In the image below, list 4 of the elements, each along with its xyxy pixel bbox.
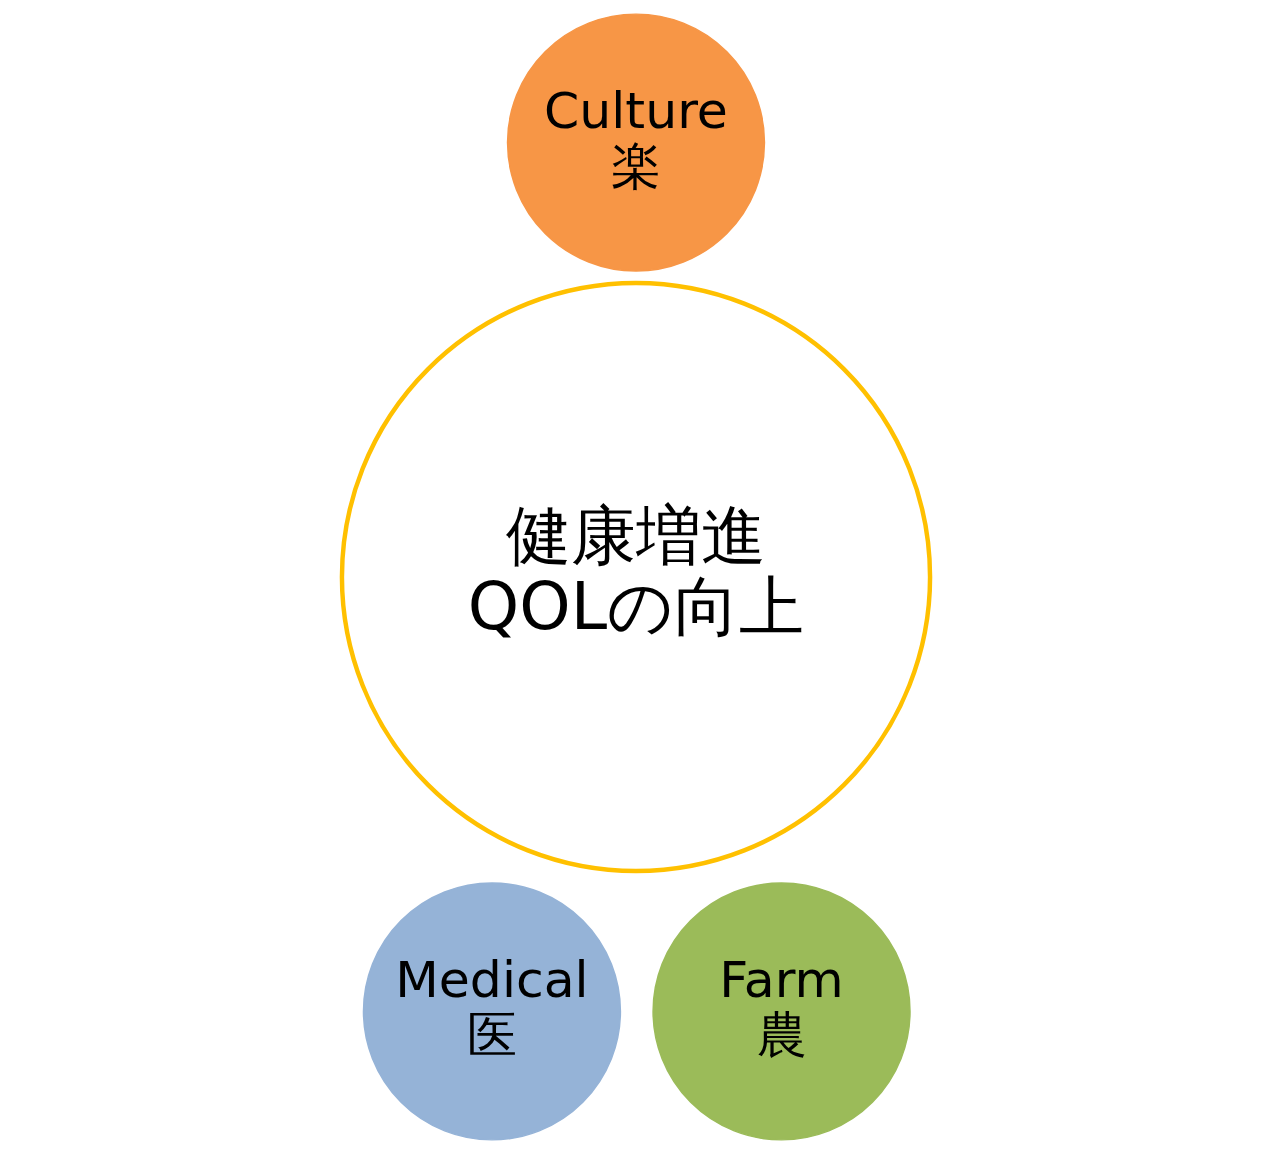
node-circle: Farm 農 — [651, 882, 911, 1141]
node-circle: Culture 楽 — [506, 13, 765, 272]
node-circle: Medical 医 — [362, 882, 621, 1141]
node-circle: 健康増進 QOLの向上 — [339, 280, 932, 874]
